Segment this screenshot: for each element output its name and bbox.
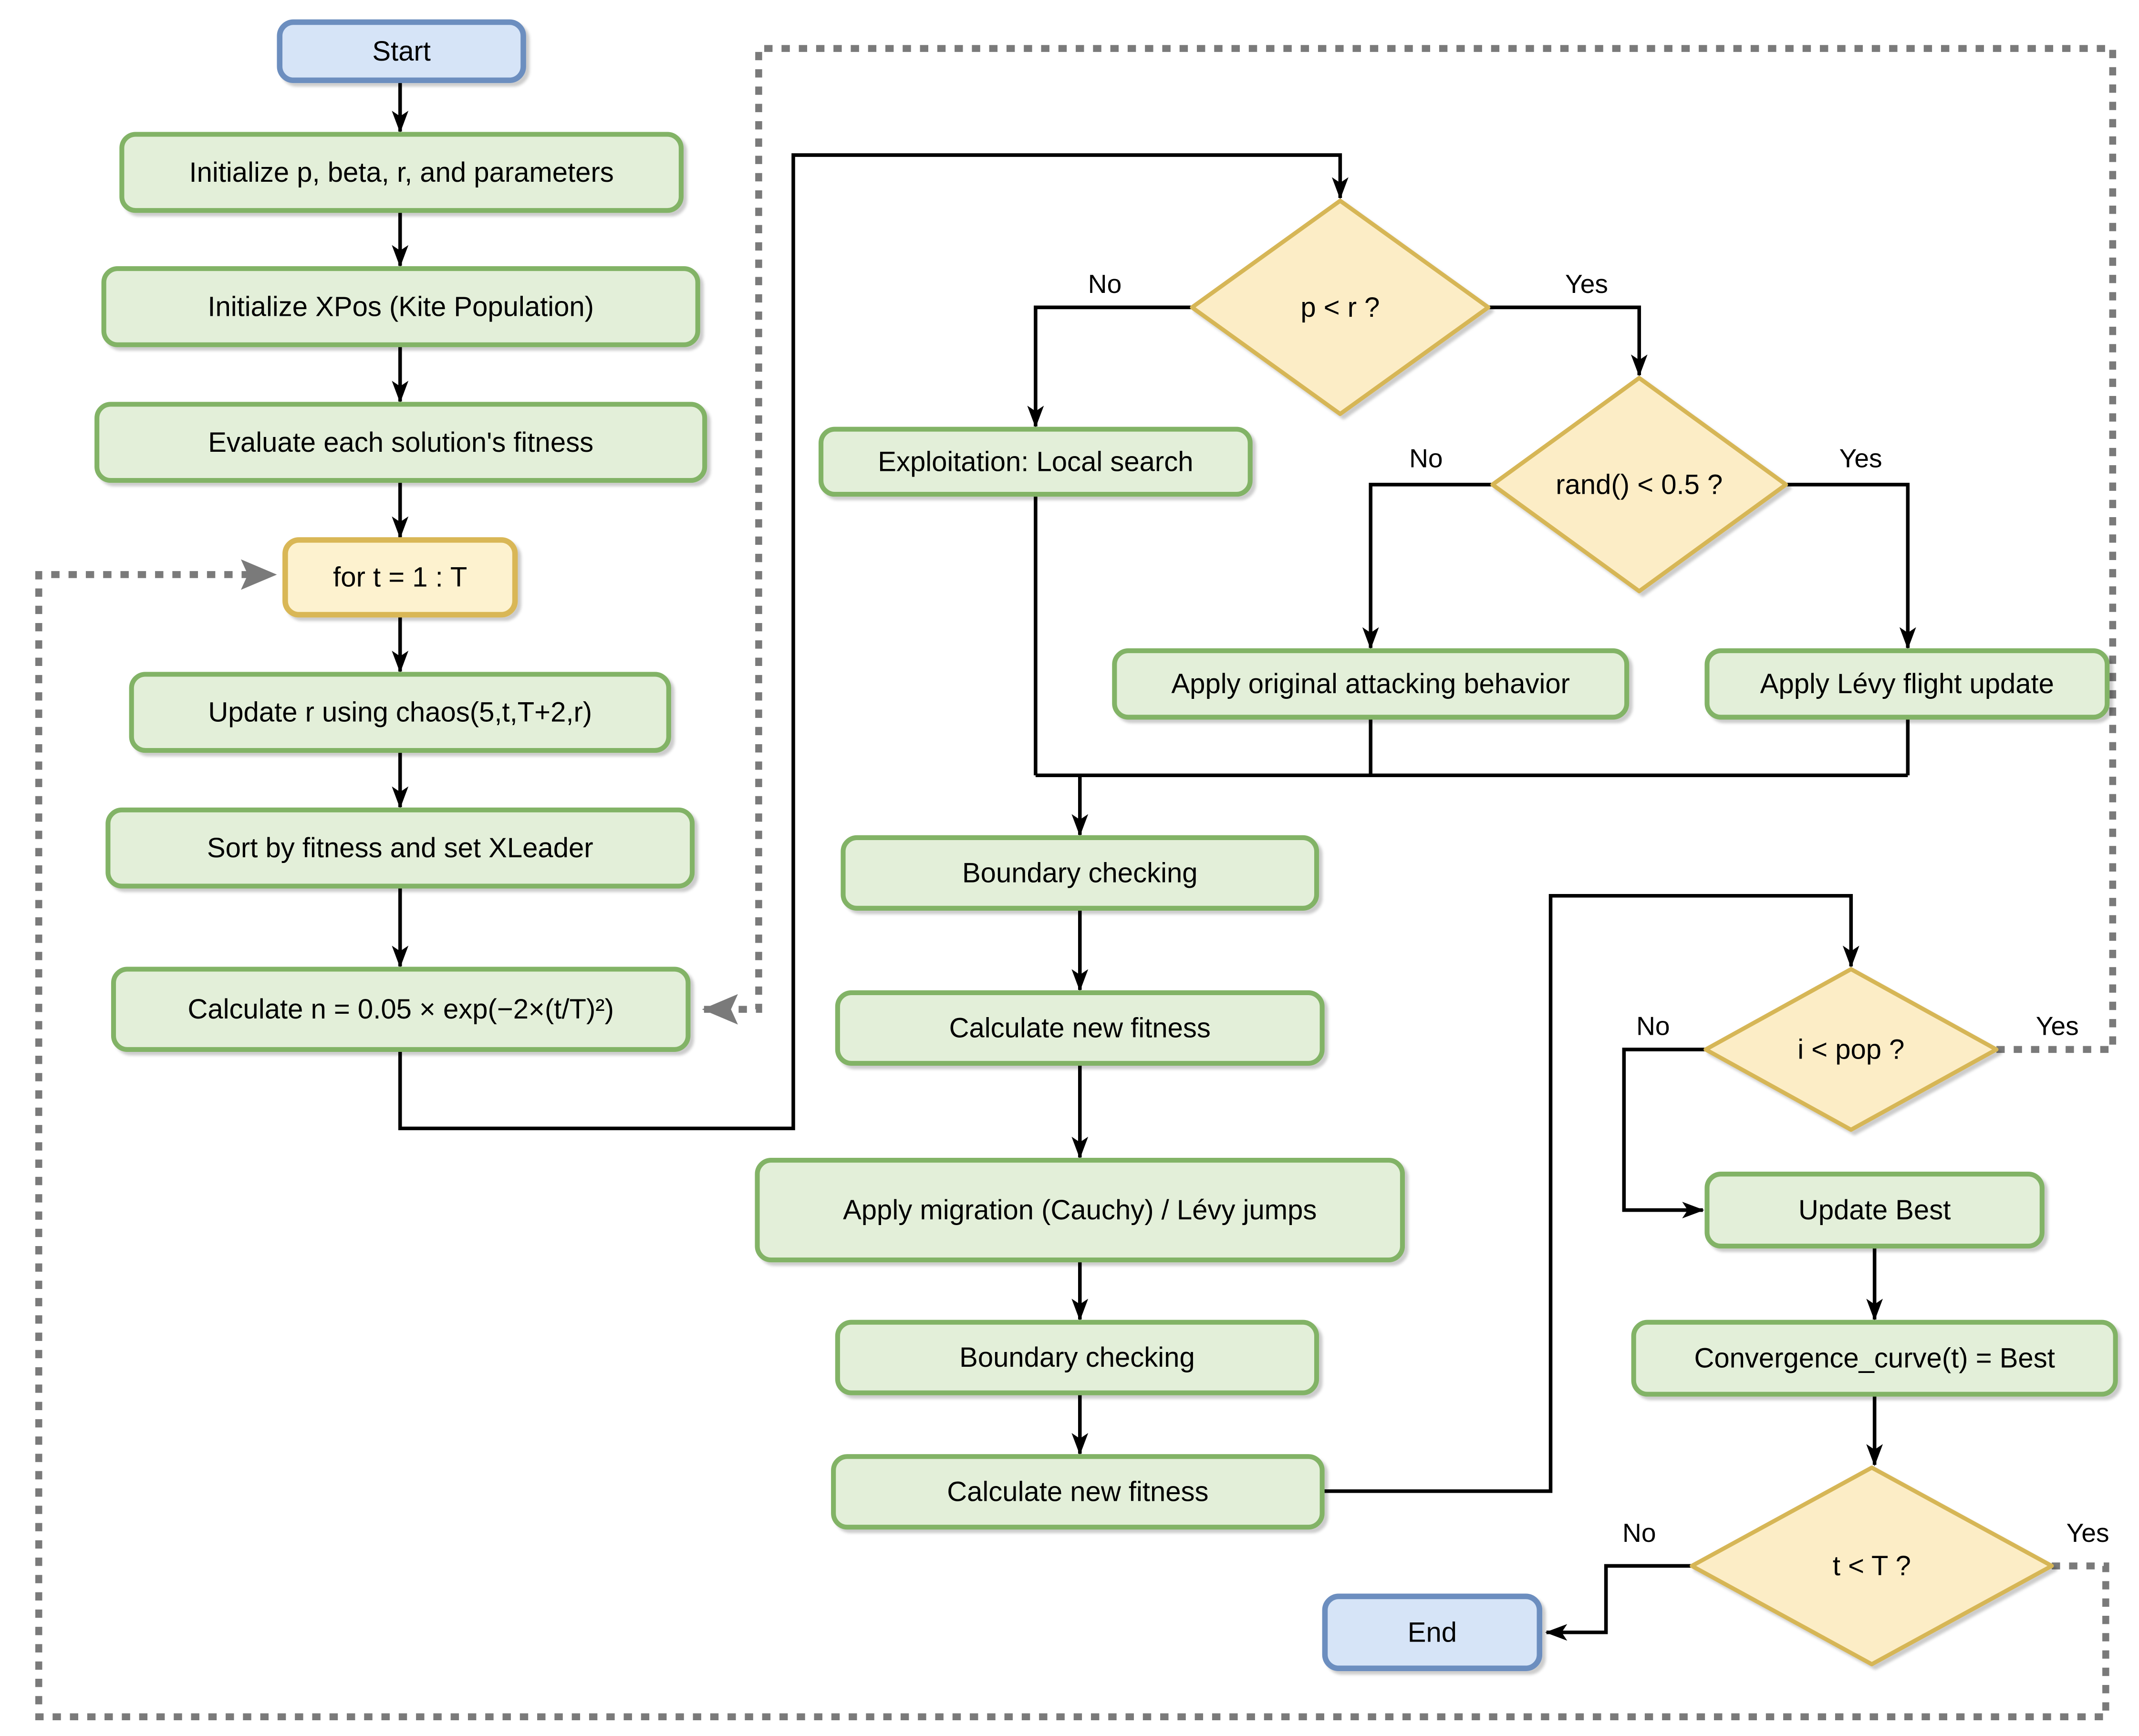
node-end: End <box>1322 1593 1543 1672</box>
node-rand-half: rand() < 0.5 ? <box>1490 375 1788 593</box>
update-r-box-shape <box>129 672 671 753</box>
end-box-shape <box>1322 1593 1543 1672</box>
for-loop-label: for t = 1 : T <box>333 562 467 593</box>
i-lt-pop-label: i < pop ? <box>1797 1034 1904 1065</box>
node-init-xpos: Initialize XPos (Kite Population) <box>101 266 700 347</box>
p-lt-r-yes-label: Yes <box>1565 269 1608 299</box>
sort-fitness-label: Sort by fitness and set XLeader <box>207 832 593 863</box>
node-update-best: Update Best <box>1704 1172 2045 1249</box>
node-start: Start <box>277 19 526 83</box>
node-attack: Apply original attacking behavior <box>1112 648 1630 720</box>
node-calc-n: Calculate n = 0.05 × exp(−2×(t/T)²) <box>111 967 691 1052</box>
sort-fitness-box-shape <box>105 807 695 889</box>
update-best-box-shape <box>1704 1172 2045 1249</box>
exploitation-box-shape <box>818 426 1253 497</box>
node-boundary-1: Boundary checking <box>841 835 1319 911</box>
calc-fit-1-box-shape <box>835 990 1325 1066</box>
edge-t-lt-t-no-branch <box>1545 1564 1692 1641</box>
p-lt-r-diamond-shape <box>1190 198 1491 416</box>
init-params-label: Initialize p, beta, r, and parameters <box>189 157 614 188</box>
boundary-1-box-shape <box>841 835 1319 911</box>
edge-calc-n-to-p-lt-r <box>398 153 1349 1131</box>
start-label: Start <box>372 36 431 67</box>
levy-label: Apply Lévy flight update <box>1760 668 2054 699</box>
node-i-lt-pop: i < pop ? <box>1703 967 1999 1132</box>
edge-rand-no-branch <box>1362 483 1493 650</box>
i-lt-pop-yes-label: Yes <box>2036 1011 2079 1041</box>
init-xpos-box-shape <box>101 266 700 347</box>
boundary-2-box-shape <box>835 1320 1319 1395</box>
p-lt-r-label: p < r ? <box>1300 292 1380 323</box>
calc-fit-1-label: Calculate new fitness <box>949 1012 1211 1043</box>
t-lt-t-label: t < T ? <box>1833 1550 1911 1581</box>
node-for-loop: for t = 1 : T <box>282 537 518 618</box>
node-p-lt-r: p < r ? <box>1190 198 1491 416</box>
node-calc-fit-1: Calculate new fitness <box>835 990 1325 1066</box>
migration-box-shape <box>755 1158 1405 1263</box>
eval-fitness-label: Evaluate each solution's fitness <box>208 427 593 458</box>
init-xpos-label: Initialize XPos (Kite Population) <box>208 291 594 322</box>
update-best-label: Update Best <box>1798 1195 1951 1226</box>
rand-half-diamond-shape <box>1490 375 1788 593</box>
rand-half-label: rand() < 0.5 ? <box>1556 469 1723 500</box>
levy-box-shape <box>1704 648 2110 720</box>
end-label: End <box>1408 1617 1457 1648</box>
calc-fit-2-box-shape <box>831 1454 1325 1530</box>
i-lt-pop-diamond-shape <box>1703 967 1999 1132</box>
calc-n-box-shape <box>111 967 691 1052</box>
t-lt-t-yes-label: Yes <box>2066 1518 2109 1548</box>
node-exploitation: Exploitation: Local search <box>818 426 1253 497</box>
boundary-2-label: Boundary checking <box>959 1342 1195 1373</box>
t-lt-t-diamond-shape <box>1690 1466 2054 1666</box>
boundary-1-label: Boundary checking <box>962 857 1198 888</box>
rand-yes-label: Yes <box>1839 444 1882 473</box>
node-t-lt-t: t < T ? <box>1690 1466 2054 1666</box>
node-sort-fitness: Sort by fitness and set XLeader <box>105 807 695 889</box>
node-convergence: Convergence_curve(t) = Best <box>1631 1320 2118 1397</box>
attack-box-shape <box>1112 648 1630 720</box>
convergence-box-shape <box>1631 1320 2118 1397</box>
start-box-shape <box>277 19 526 83</box>
node-migration: Apply migration (Cauchy) / Lévy jumps <box>755 1158 1405 1263</box>
edge-i-lt-pop-no-branch <box>1622 1048 1706 1218</box>
node-update-r: Update r using chaos(5,t,T+2,r) <box>129 672 671 753</box>
exploitation-label: Exploitation: Local search <box>878 446 1193 477</box>
node-eval-fitness: Evaluate each solution's fitness <box>94 402 707 483</box>
calc-n-label: Calculate n = 0.05 × exp(−2×(t/T)²) <box>187 994 613 1025</box>
update-r-label: Update r using chaos(5,t,T+2,r) <box>208 697 592 728</box>
t-lt-t-no-label: No <box>1622 1518 1656 1548</box>
calc-fit-2-label: Calculate new fitness <box>947 1476 1208 1507</box>
p-lt-r-no-label: No <box>1088 269 1121 299</box>
eval-fitness-box-shape <box>94 402 707 483</box>
node-calc-fit-2: Calculate new fitness <box>831 1454 1325 1530</box>
for-loop-box-shape <box>282 537 518 618</box>
convergence-label: Convergence_curve(t) = Best <box>1694 1343 2055 1374</box>
init-params-box-shape <box>119 132 684 213</box>
rand-no-label: No <box>1409 444 1443 473</box>
attack-label: Apply original attacking behavior <box>1171 668 1570 699</box>
edge-p-lt-r-yes-branch <box>1488 305 1648 377</box>
i-lt-pop-no-label: No <box>1636 1011 1670 1041</box>
node-levy: Apply Lévy flight update <box>1704 648 2110 720</box>
node-boundary-2: Boundary checking <box>835 1320 1319 1395</box>
edge-rand-yes-branch <box>1786 483 1916 650</box>
migration-label: Apply migration (Cauchy) / Lévy jumps <box>843 1195 1317 1226</box>
edge-p-lt-r-no-branch <box>1027 305 1192 428</box>
node-init-params: Initialize p, beta, r, and parameters <box>119 132 684 213</box>
edge-calc-fit-2-to-i-lt-pop <box>1322 894 1859 1493</box>
